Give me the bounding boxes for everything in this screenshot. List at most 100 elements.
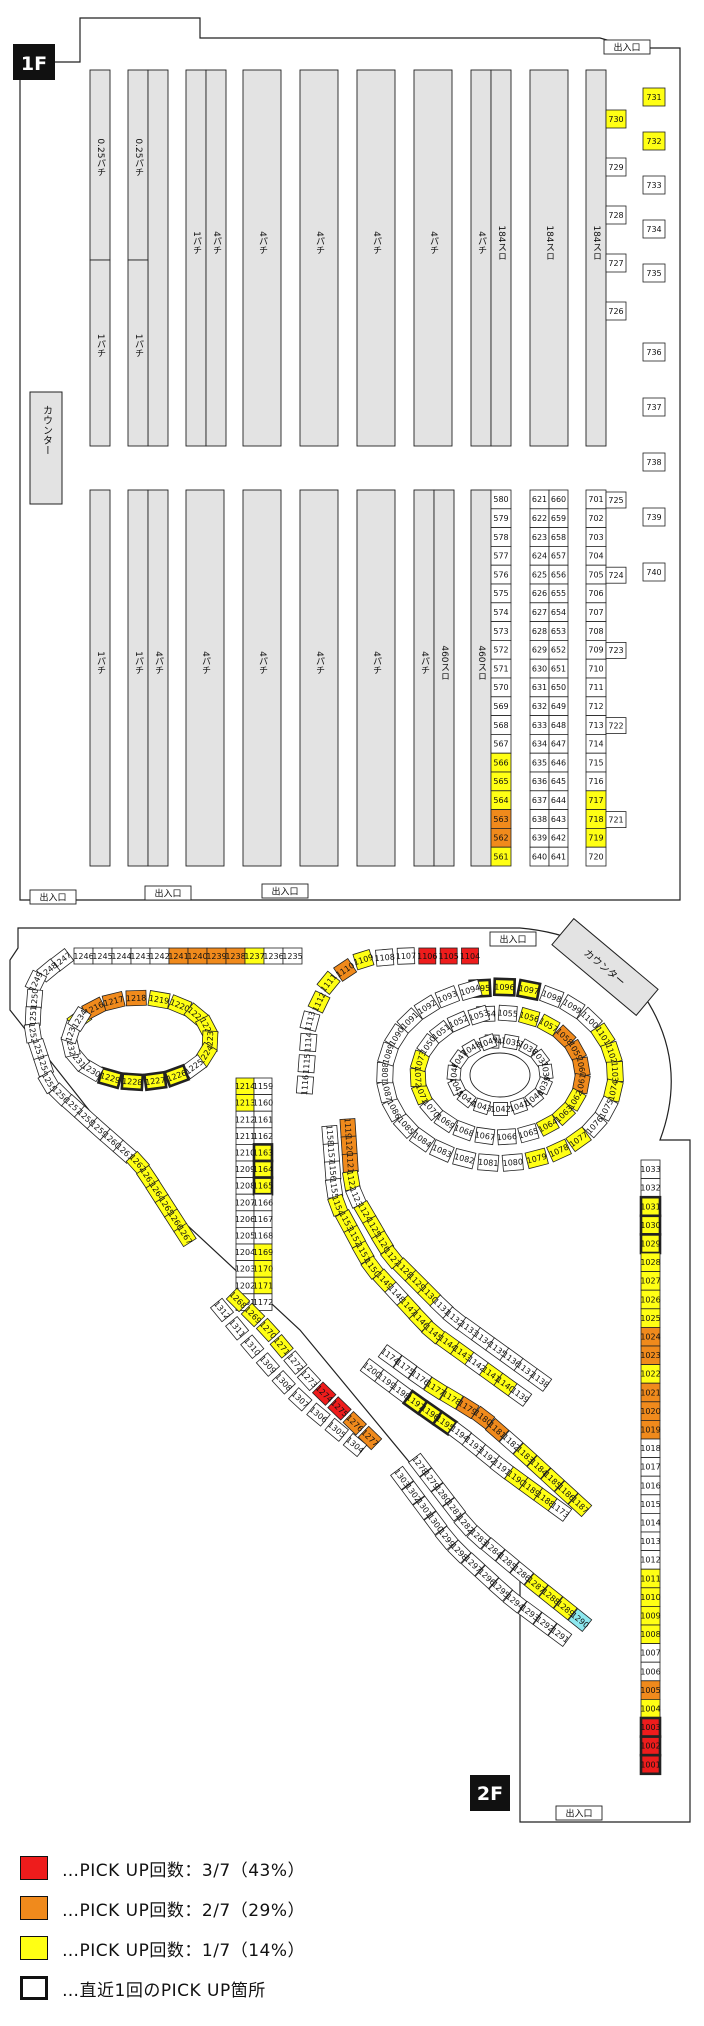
machine-1139[interactable]: 1139 [507, 1383, 533, 1407]
machine-1239[interactable]: 1239 [206, 947, 227, 965]
machine-1180[interactable]: 1180 [470, 1405, 496, 1430]
machine-1027[interactable]: 1027 [640, 1271, 661, 1291]
machine-1120[interactable]: 1120 [340, 1135, 358, 1156]
machine-713[interactable]: 713 [585, 715, 607, 735]
machine-578[interactable]: 578 [490, 527, 512, 547]
machine-1065[interactable]: 1065 [517, 1123, 541, 1144]
machine-1220[interactable]: 1220 [167, 994, 193, 1017]
machine-731[interactable]: 731 [642, 87, 666, 107]
machine-1045[interactable]: 1045 [446, 1074, 467, 1098]
machine-1272[interactable]: 1272 [283, 1350, 308, 1375]
machine-1025[interactable]: 1025 [640, 1308, 661, 1328]
machine-1234[interactable]: 1234 [67, 1005, 92, 1033]
machine-1242[interactable]: 1242 [149, 947, 170, 965]
machine-706[interactable]: 706 [585, 583, 607, 604]
machine-1033[interactable]: 1033 [640, 1159, 661, 1180]
machine-1005[interactable]: 1005 [640, 1680, 661, 1700]
machine-1116[interactable]: 1116 [295, 1074, 315, 1096]
machine-722[interactable]: 722 [605, 717, 627, 734]
machine-1097[interactable]: 1097 [515, 978, 542, 1002]
machine-1042[interactable]: 1042 [490, 1102, 511, 1116]
machine-647[interactable]: 647 [548, 734, 569, 754]
machine-709[interactable]: 709 [585, 640, 607, 660]
machine-708[interactable]: 708 [585, 621, 607, 641]
machine-1309[interactable]: 1309 [255, 1352, 281, 1377]
machine-580[interactable]: 580 [490, 489, 512, 510]
machine-1113[interactable]: 1113 [299, 1009, 321, 1033]
machine-566[interactable]: 566 [490, 752, 512, 773]
machine-654[interactable]: 654 [548, 602, 569, 622]
machine-1181[interactable]: 1181 [484, 1417, 510, 1443]
machine-1172[interactable]: 1172 [253, 1293, 273, 1311]
machine-1046[interactable]: 1046 [446, 1062, 462, 1083]
machine-738[interactable]: 738 [642, 452, 666, 472]
machine-1132[interactable]: 1132 [442, 1306, 467, 1331]
machine-1073[interactable]: 1073 [409, 1049, 431, 1073]
machine-1079[interactable]: 1079 [524, 1147, 549, 1170]
machine-726[interactable]: 726 [605, 301, 627, 321]
machine-1159[interactable]: 1159 [253, 1077, 273, 1096]
machine-1186[interactable]: 1186 [553, 1480, 579, 1505]
machine-1082[interactable]: 1082 [452, 1147, 477, 1170]
machine-715[interactable]: 715 [585, 752, 607, 773]
machine-1052[interactable]: 1052 [446, 1010, 471, 1033]
machine-1076[interactable]: 1076 [581, 1111, 608, 1139]
machine-1024[interactable]: 1024 [640, 1327, 661, 1347]
machine-1122[interactable]: 1122 [342, 1169, 361, 1192]
machine-1099[interactable]: 1099 [559, 993, 586, 1020]
machine-716[interactable]: 716 [585, 771, 607, 792]
machine-732[interactable]: 732 [642, 131, 666, 151]
machine-727[interactable]: 727 [605, 253, 627, 273]
machine-635[interactable]: 635 [529, 752, 550, 773]
machine-1170[interactable]: 1170 [253, 1260, 273, 1278]
machine-1006[interactable]: 1006 [640, 1661, 661, 1682]
machine-1308[interactable]: 1308 [271, 1370, 296, 1395]
machine-629[interactable]: 629 [529, 640, 550, 660]
machine-1154[interactable]: 1154 [327, 1193, 349, 1217]
machine-640[interactable]: 640 [529, 846, 550, 867]
machine-1060[interactable]: 1060 [571, 1056, 591, 1079]
machine-571[interactable]: 571 [490, 658, 512, 679]
machine-1163[interactable]: 1163 [252, 1143, 274, 1163]
machine-633[interactable]: 633 [529, 715, 550, 735]
machine-1185[interactable]: 1185 [540, 1467, 565, 1492]
machine-1245[interactable]: 1245 [92, 947, 113, 965]
machine-631[interactable]: 631 [529, 677, 550, 698]
machine-1276[interactable]: 1276 [342, 1411, 367, 1436]
machine-1062[interactable]: 1062 [563, 1087, 587, 1112]
machine-1106[interactable]: 1106 [417, 947, 437, 965]
machine-650[interactable]: 650 [548, 677, 569, 698]
machine-1138[interactable]: 1138 [527, 1368, 553, 1392]
machine-1022[interactable]: 1022 [640, 1364, 661, 1384]
machine-714[interactable]: 714 [585, 734, 607, 754]
machine-642[interactable]: 642 [548, 828, 569, 848]
machine-1009[interactable]: 1009 [640, 1606, 661, 1626]
machine-579[interactable]: 579 [490, 508, 512, 528]
machine-1084[interactable]: 1084 [408, 1126, 436, 1153]
machine-1176[interactable]: 1176 [407, 1366, 433, 1390]
machine-1008[interactable]: 1008 [640, 1624, 661, 1645]
machine-1165[interactable]: 1165 [252, 1176, 274, 1196]
machine-1269[interactable]: 1269 [240, 1302, 266, 1328]
machine-1063[interactable]: 1063 [551, 1101, 577, 1127]
machine-720[interactable]: 720 [585, 846, 607, 867]
machine-1229[interactable]: 1229 [96, 1066, 124, 1090]
machine-1243[interactable]: 1243 [130, 947, 151, 965]
machine-1013[interactable]: 1013 [640, 1531, 661, 1552]
machine-573[interactable]: 573 [490, 621, 512, 641]
machine-652[interactable]: 652 [548, 640, 569, 660]
machine-718[interactable]: 718 [585, 809, 607, 829]
machine-1218[interactable]: 1218 [125, 989, 147, 1007]
machine-567[interactable]: 567 [490, 734, 512, 754]
machine-1035[interactable]: 1035 [500, 1033, 522, 1051]
machine-1064[interactable]: 1064 [535, 1113, 560, 1137]
machine-710[interactable]: 710 [585, 658, 607, 679]
machine-1244[interactable]: 1244 [111, 947, 132, 965]
machine-1089[interactable]: 1089 [377, 1041, 400, 1067]
machine-1184[interactable]: 1184 [526, 1455, 552, 1480]
machine-1032[interactable]: 1032 [640, 1178, 661, 1198]
machine-719[interactable]: 719 [585, 828, 607, 848]
machine-1098[interactable]: 1098 [538, 984, 565, 1008]
machine-1306[interactable]: 1306 [306, 1402, 331, 1427]
machine-1031[interactable]: 1031 [639, 1195, 662, 1218]
